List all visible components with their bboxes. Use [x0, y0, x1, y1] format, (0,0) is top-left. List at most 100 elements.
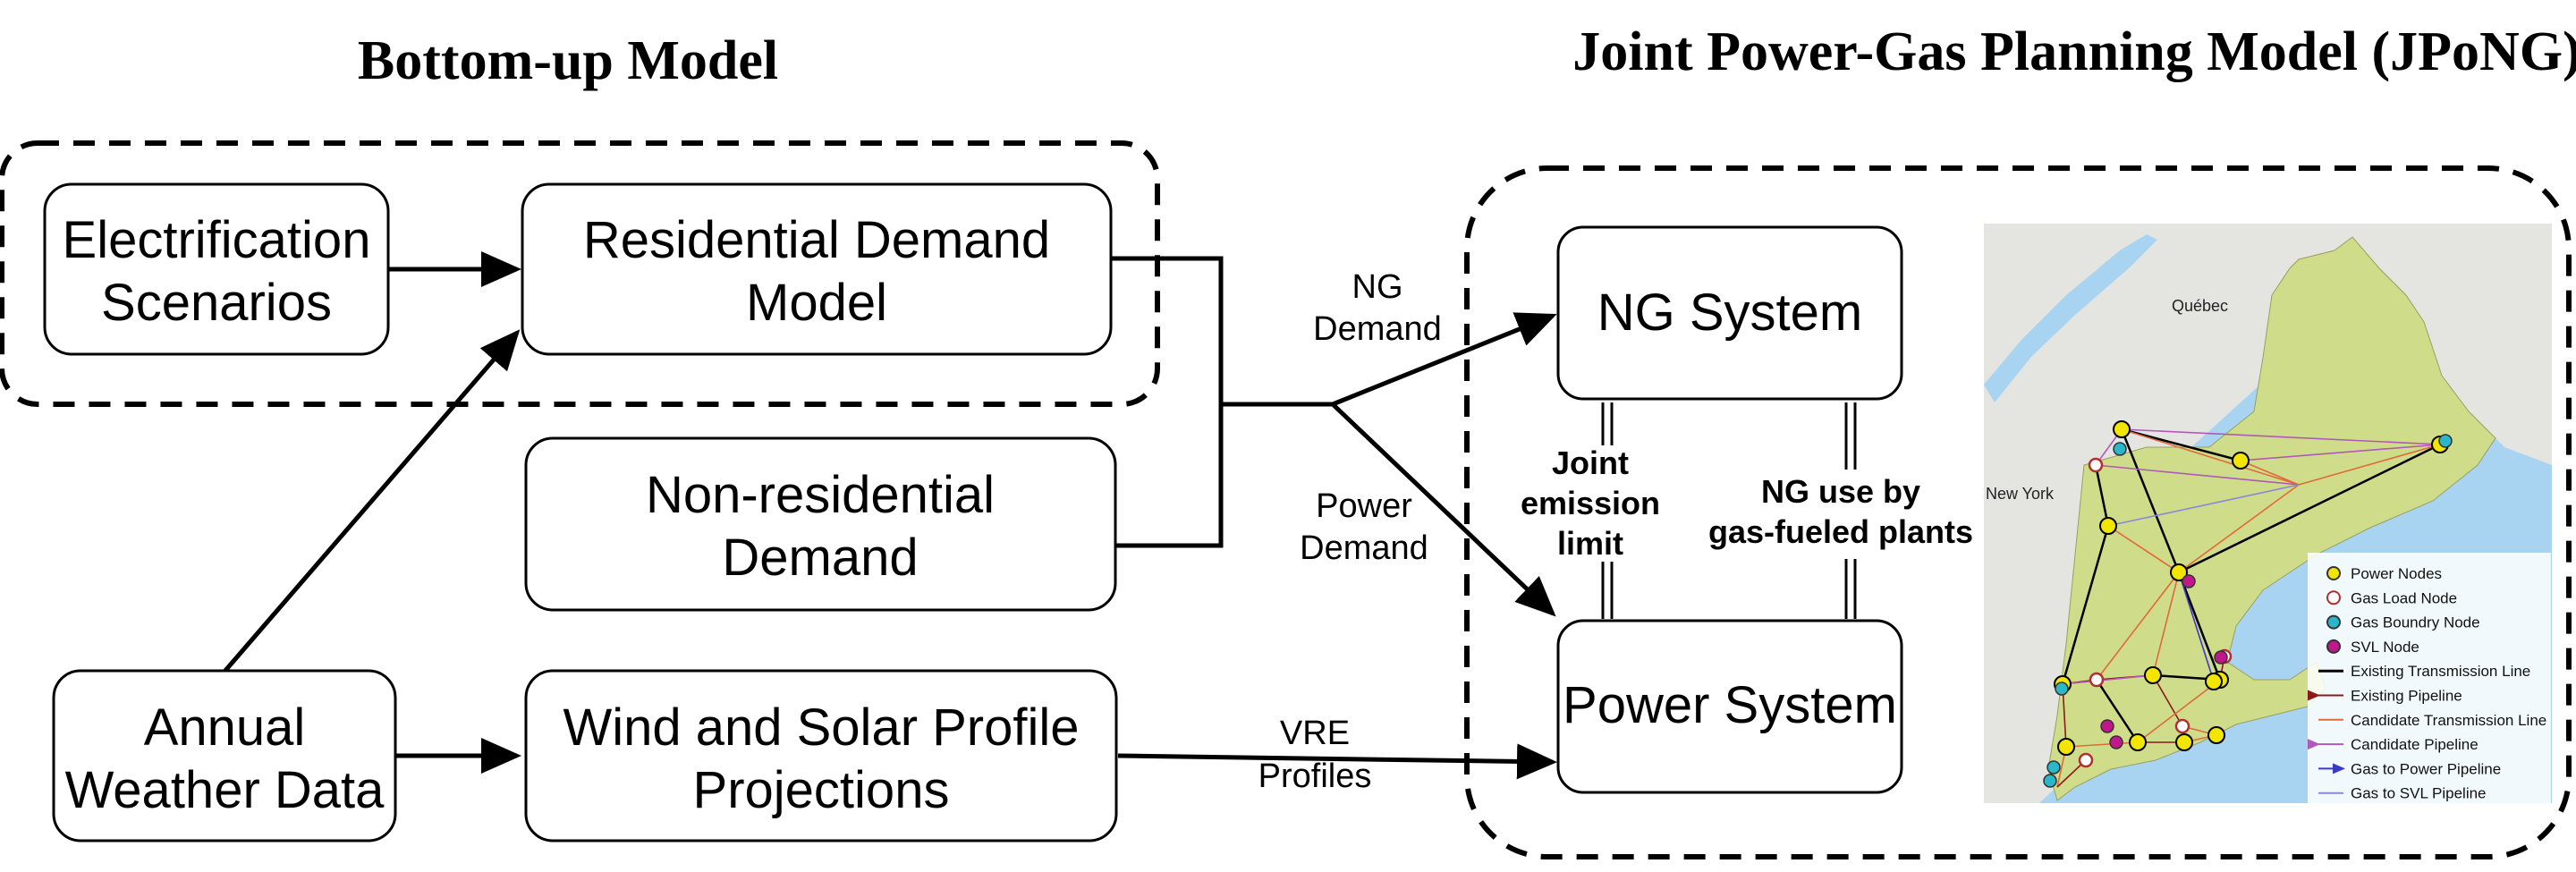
legend-item: Existing Transmission Line — [2318, 663, 2530, 680]
electrification-scenarios-box: Electrification Scenarios — [43, 182, 390, 356]
gas-boundary-node — [2438, 434, 2453, 448]
legend-label: Power Nodes — [2351, 565, 2442, 582]
joint-emission-label-2: emission — [1521, 485, 1660, 521]
legend-item: SVL Node — [2326, 639, 2419, 656]
map-network-nodes — [2043, 420, 2453, 788]
map-line — [2178, 484, 2300, 573]
legend-symbol-icon — [2326, 614, 2341, 630]
arrow-to-ng-system — [1332, 312, 1557, 407]
legend-item: Candidate Transmission Line — [2318, 712, 2546, 729]
svl-node — [2109, 735, 2123, 749]
gas-boundary-node — [2113, 442, 2127, 456]
ng-use-label-1: NG use by — [1761, 473, 1920, 510]
joint-emission-label-3: limit — [1557, 525, 1623, 562]
legend-symbol-icon — [2326, 590, 2341, 605]
power-node — [2175, 733, 2193, 751]
power-node — [2207, 726, 2225, 744]
vre-label-2: Profiles — [1258, 758, 1372, 795]
power-system-label: Power System — [1563, 676, 1897, 734]
map-new-england-land — [2047, 236, 2496, 801]
map-label-new-york: New York — [1986, 485, 2055, 503]
legend-symbol-icon — [2326, 639, 2341, 654]
legend-item: Gas Boundry Node — [2326, 614, 2480, 631]
power-node — [2057, 738, 2075, 756]
annual-weather-box: Annual Weather Data — [52, 669, 397, 842]
gas-boundary-node — [2055, 682, 2069, 696]
map-line — [2107, 484, 2300, 527]
map-line — [2121, 428, 2241, 462]
legend-label: Existing Transmission Line — [2351, 663, 2530, 680]
nonresidential-line-1: Non-residential — [646, 466, 995, 524]
legend-label: Gas Load Node — [2351, 589, 2457, 606]
electrification-line-1: Electrification — [63, 211, 371, 269]
map-network-lines — [2056, 428, 2441, 788]
legend-item: Existing Pipeline — [2308, 688, 2462, 705]
power-demand-label-1: Power — [1316, 487, 1412, 525]
map-line — [2062, 674, 2154, 685]
power-system-box: Power System — [1556, 619, 1903, 794]
gas-load-node — [2078, 752, 2094, 768]
ng-system-label: NG System — [1597, 284, 1863, 342]
vre-label-1: VRE — [1280, 715, 1350, 752]
residential-demand-box: Residential Demand Model — [521, 182, 1113, 356]
legend-item: Gas to SVL Pipeline — [2318, 785, 2487, 802]
power-demand-label-2: Demand — [1300, 529, 1428, 567]
map-outside-land — [1984, 224, 2552, 803]
ng-use-double-line — [1844, 402, 1857, 619]
gas-boundary-node — [2046, 760, 2061, 775]
map-line — [2121, 428, 2300, 486]
legend-label: Candidate Transmission Line — [2351, 712, 2546, 729]
map-line — [2137, 679, 2221, 743]
map-label-quebec: Québec — [2172, 297, 2228, 315]
legend-label: Gas to SVL Pipeline — [2351, 785, 2487, 802]
bottom-up-title: Bottom-up Model — [358, 30, 778, 91]
weather-line-2: Weather Data — [65, 761, 386, 819]
svl-node — [2182, 574, 2196, 588]
power-node — [2205, 673, 2223, 690]
joint-emission-label-1: Joint — [1552, 444, 1629, 481]
legend-label: Gas to Power Pipeline — [2351, 760, 2501, 777]
connector-residential-to-junction — [1111, 256, 1333, 407]
legend-item: Gas Load Node — [2326, 589, 2457, 606]
power-node — [2170, 563, 2188, 581]
power-node — [2144, 666, 2162, 684]
electrification-line-2: Scenarios — [101, 274, 332, 332]
map-line — [2177, 571, 2222, 681]
arrow-weather-to-residential — [222, 329, 521, 674]
legend-label: Candidate Pipeline — [2351, 736, 2479, 753]
legend-item: Gas to Power Pipeline — [2318, 760, 2501, 777]
map-line — [2178, 571, 2215, 682]
map-line — [2152, 674, 2183, 727]
weather-line-1: Annual — [144, 698, 306, 757]
legend-item: Power Nodes — [2326, 565, 2442, 582]
map-line — [2152, 571, 2180, 676]
map-line — [2095, 679, 2140, 743]
legend-label: Existing Pipeline — [2351, 688, 2462, 705]
arrow-vre-to-power-system — [1117, 743, 1557, 780]
map-line — [2240, 444, 2441, 461]
svl-node — [2214, 650, 2228, 665]
power-node — [2113, 420, 2131, 438]
map-line — [2298, 444, 2441, 486]
gas-load-node — [2089, 672, 2105, 688]
wind-solar-line-2: Projections — [693, 761, 950, 819]
connector-nonresidential-to-junction — [1115, 404, 1224, 548]
legend-label: Gas Boundry Node — [2351, 614, 2480, 631]
nonresidential-demand-box: Non-residential Demand — [524, 436, 1117, 612]
map-line — [2065, 741, 2139, 748]
gas-load-node — [2174, 718, 2190, 734]
map-line — [2096, 571, 2180, 681]
map-line — [2120, 428, 2181, 573]
residential-line-1: Residential Demand — [583, 211, 1050, 269]
gas-load-node — [2088, 457, 2104, 473]
legend-item: Candidate Pipeline — [2308, 736, 2479, 753]
ng-use-label-2: gas-fueled plants — [1708, 513, 1973, 550]
joint-emission-double-line — [1601, 402, 1614, 619]
legend-label: SVL Node — [2351, 639, 2419, 656]
map-line — [2178, 443, 2441, 574]
nonresidential-line-2: Demand — [722, 529, 918, 587]
arrow-to-power-system — [1331, 402, 1556, 617]
power-node — [2129, 733, 2147, 751]
map-line — [2240, 460, 2300, 486]
